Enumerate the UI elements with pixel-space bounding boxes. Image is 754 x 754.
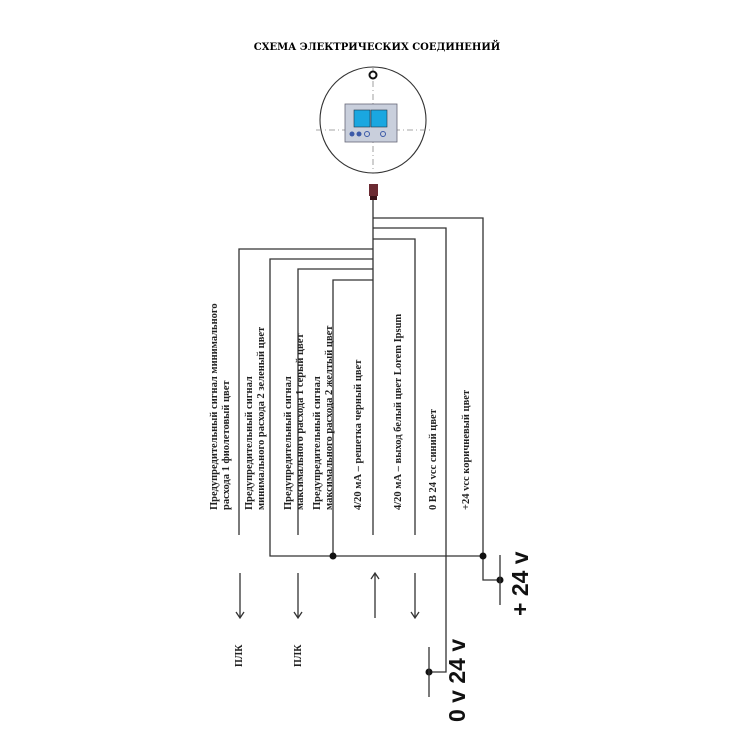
wire-label: 4/20 мА – решетка черный цвет — [353, 359, 364, 510]
button-icon — [356, 131, 362, 137]
wire-label: расхода 1 фиолетовый цвет — [221, 380, 232, 510]
button-icon — [364, 131, 370, 137]
mount-hole-icon — [368, 70, 378, 80]
wire-label: Предупредительный сигнал — [283, 376, 294, 510]
button-icon — [349, 131, 355, 137]
wire-label: 0 В 24 vcc синий цвет — [428, 408, 439, 510]
wire-label: Предупредительный сигнал минимального — [209, 303, 220, 510]
plus-24v-label: + 24 v — [507, 551, 533, 616]
pressure-gauge — [316, 66, 430, 200]
display-screen-right — [370, 109, 388, 128]
diagram-title: СХЕМА ЭЛЕКТРИЧЕСКИХ СОЕДИНЕНИЙ — [254, 40, 501, 53]
arrow-up-icon — [370, 571, 380, 618]
wire-label: 4/20 мА – выход белый цвет Lorem Ipsum — [393, 314, 404, 510]
wire-label: +24 vcc коричневый цвет — [461, 389, 472, 510]
wire-label: Предупредительный сигнал — [244, 376, 255, 510]
wire-label: Предупредительный сигнал — [312, 376, 323, 510]
wire-label: максимального расхода 1 серый цвет — [295, 333, 306, 510]
wire-label: максимального расхода 2 желтый цвет — [324, 325, 335, 510]
cable-connector — [369, 184, 378, 196]
signal-arrows — [235, 571, 420, 620]
zero-24v-label: 0 v 24 v — [444, 639, 470, 722]
arrow-down-icon — [293, 573, 303, 620]
button-icon — [380, 131, 386, 137]
plc-label: ПЛК — [293, 644, 304, 667]
wiring — [238, 200, 504, 697]
plc-label: ПЛК — [234, 644, 245, 667]
display-screen-left — [353, 109, 371, 128]
arrow-down-icon — [235, 573, 245, 620]
arrow-down-icon — [410, 573, 420, 620]
wire-label: минимального расхода 2 зеленый цвет — [256, 326, 267, 510]
